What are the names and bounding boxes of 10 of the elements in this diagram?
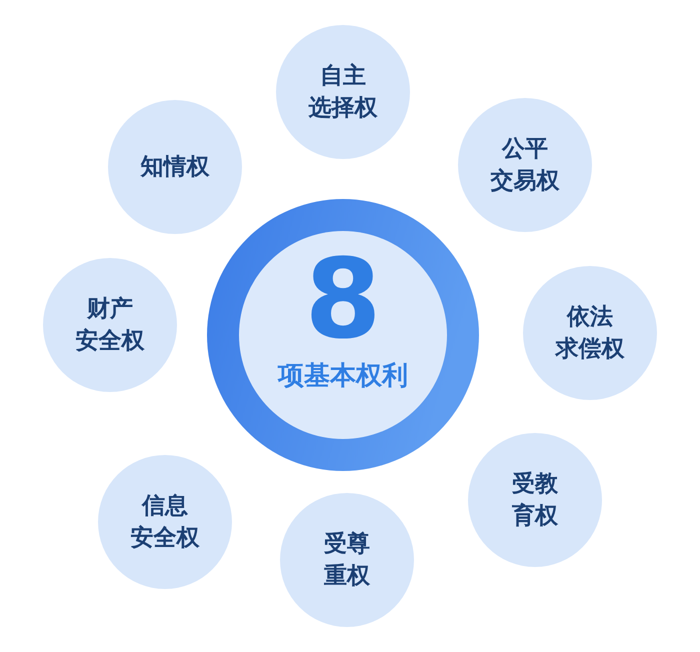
big-number: 8 xyxy=(304,239,382,359)
rights-bubble: 信息安全权 xyxy=(98,455,232,589)
rights-bubble: 自主选择权 xyxy=(276,25,410,159)
rights-bubble: 财产安全权 xyxy=(43,258,177,392)
rights-bubble: 知情权 xyxy=(108,100,242,234)
rights-bubble: 公平交易权 xyxy=(458,98,592,232)
rights-bubble: 依法求偿权 xyxy=(523,266,657,400)
rights-bubble: 受尊重权 xyxy=(280,493,414,627)
rights-bubble: 受教育权 xyxy=(468,433,602,567)
center-label: 项基本权利 xyxy=(276,360,409,393)
